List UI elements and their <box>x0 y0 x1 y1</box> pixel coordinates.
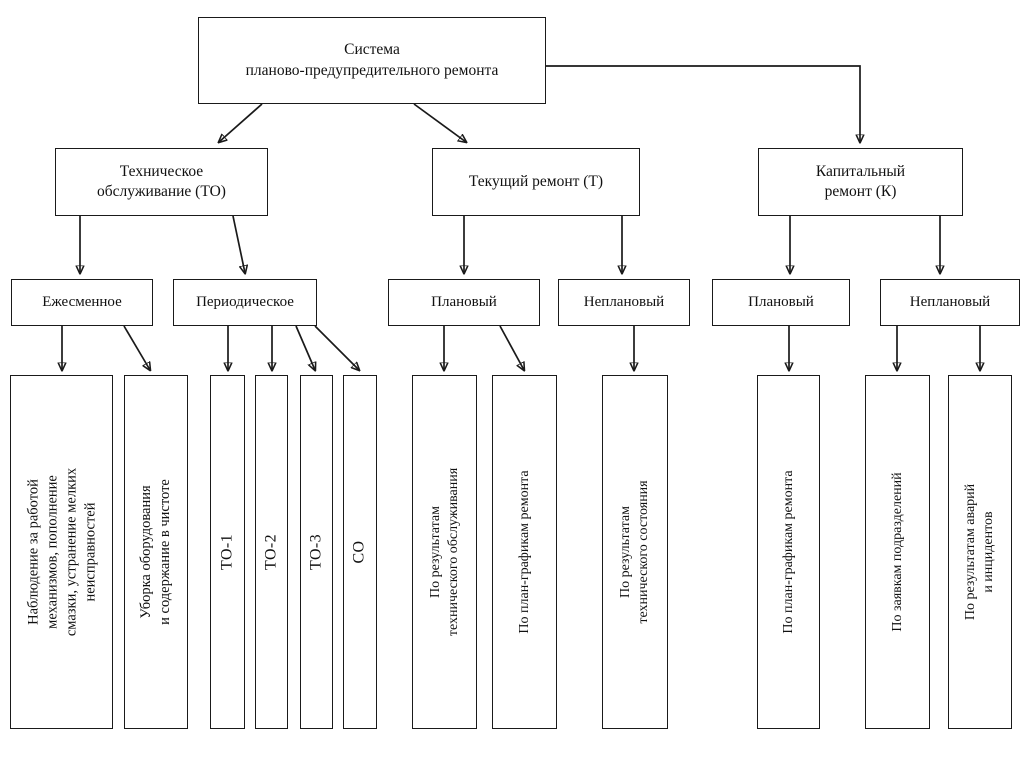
node-kr-line1: Капитальный <box>815 162 906 180</box>
node-to-line1: Техническое <box>119 162 204 180</box>
node-kr-neplanovyy[interactable]: Неплановый <box>880 279 1020 326</box>
node-periodicheskoe-label: Периодическое <box>196 293 294 310</box>
node-to-2-label: ТО-2 <box>262 533 280 571</box>
node-to-3[interactable]: ТО-3 <box>300 375 333 729</box>
node-po-rezultatam-to[interactable]: По результатам технического обслуживания <box>412 375 477 729</box>
node-to-1-label: ТО-1 <box>218 533 236 571</box>
node-po-rezultatam-sostoyaniya[interactable]: По результатам технического состояния <box>602 375 668 729</box>
node-root-line2: планово-предупредительного ремонта <box>245 61 499 79</box>
node-root[interactable]: Система планово-предупредительного ремон… <box>198 17 546 104</box>
node-kr-planovyy[interactable]: Плановый <box>712 279 850 326</box>
node-so[interactable]: СО <box>343 375 377 729</box>
node-kr-line2: ремонт (К) <box>824 183 897 200</box>
node-nablyudenie[interactable]: Наблюдение за работой механизмов, пополн… <box>10 375 113 729</box>
node-kr-planovyy-label: Плановый <box>748 293 814 310</box>
node-tr-planovyy[interactable]: Плановый <box>388 279 540 326</box>
node-to-line2: обслуживание (ТО) <box>97 183 226 200</box>
node-uborka-label: Уборка оборудования и содержание в чисто… <box>138 479 173 625</box>
node-ezhesmennoe-label: Ежесменное <box>42 293 122 310</box>
node-tr-planovyy-label: Плановый <box>431 293 497 310</box>
node-ezhesmennoe[interactable]: Ежесменное <box>11 279 153 326</box>
node-uborka[interactable]: Уборка оборудования и содержание в чисто… <box>124 375 188 729</box>
node-periodicheskoe[interactable]: Периодическое <box>173 279 317 326</box>
node-tr-neplanovyy[interactable]: Неплановый <box>558 279 690 326</box>
node-po-rezultatam-sostoyaniya-label: По результатам технического состояния <box>617 480 651 624</box>
node-root-line1: Система <box>344 41 400 59</box>
node-po-plan-grafikam-remonta-t-label: По план-графикам ремонта <box>516 470 532 634</box>
node-tekushchiy-remont[interactable]: Текущий ремонт (Т) <box>432 148 640 216</box>
node-tr-line1: Текущий ремонт (Т) <box>468 172 604 190</box>
node-po-plan-grafikam-remonta-k[interactable]: По план-графикам ремонта <box>757 375 820 729</box>
node-po-plan-grafikam-remonta-k-label: По план-графикам ремонта <box>780 470 796 634</box>
node-po-plan-grafikam-remonta-t[interactable]: По план-графикам ремонта <box>492 375 557 729</box>
node-to-2[interactable]: ТО-2 <box>255 375 288 729</box>
node-tehnicheskoe-obsluzhivanie[interactable]: Техническое обслуживание (ТО) <box>55 148 268 216</box>
node-to-1[interactable]: ТО-1 <box>210 375 245 729</box>
node-po-zayavkam-label: По заявкам подразделений <box>889 472 905 632</box>
node-po-avariyam[interactable]: По результатам аварий и инцидентов <box>948 375 1012 729</box>
node-to-3-label: ТО-3 <box>307 533 325 571</box>
node-kapitalnyy-remont[interactable]: Капитальный ремонт (К) <box>758 148 963 216</box>
node-po-zayavkam[interactable]: По заявкам подразделений <box>865 375 930 729</box>
node-nablyudenie-label: Наблюдение за работой механизмов, пополн… <box>24 467 98 637</box>
node-kr-neplanovyy-label: Неплановый <box>909 293 991 310</box>
node-po-avariyam-label: По результатам аварий и инцидентов <box>962 483 996 621</box>
node-tr-neplanovyy-label: Неплановый <box>583 293 665 310</box>
node-so-label: СО <box>350 540 368 564</box>
node-po-rezultatam-to-label: По результатам технического обслуживания <box>427 467 461 637</box>
